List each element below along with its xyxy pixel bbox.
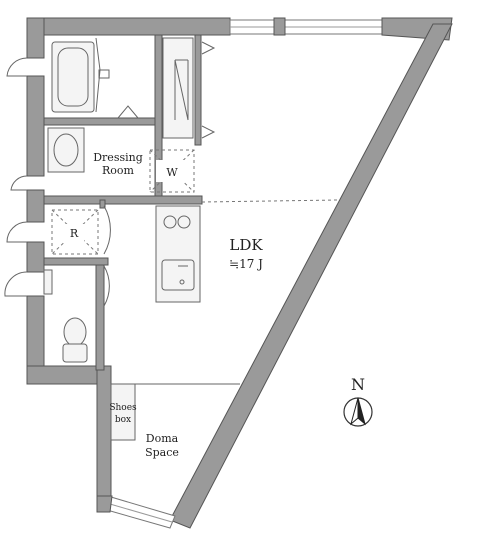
north-arrow: N (343, 375, 373, 427)
interior-walls (43, 34, 203, 371)
fridge-space: R (51, 205, 111, 255)
entry-area: Shoes box Doma Space (109, 383, 240, 459)
outer-walls (26, 17, 453, 529)
left-door-swings (4, 57, 28, 297)
fridge-r-label: R (70, 227, 79, 240)
closet-upper (162, 37, 216, 139)
doma-label-1: Doma (146, 432, 179, 445)
shoes-box-label-2: box (115, 415, 131, 425)
ldk-size-label: ≒17 J (229, 257, 263, 271)
bathroom (51, 37, 139, 119)
doma-label-2: Space (145, 446, 179, 459)
ldk-label: LDK (229, 236, 263, 254)
compass-north-label: N (351, 375, 365, 394)
dressing-room-label-2: Room (102, 164, 135, 177)
kitchen-counter (155, 199, 339, 303)
shoes-box-label-1: Shoes (109, 403, 137, 413)
toilet-room (43, 265, 110, 363)
dressing-room: Dressing Room W (47, 127, 195, 193)
dressing-room-label-1: Dressing (93, 151, 143, 164)
closet-w-label: W (166, 166, 178, 179)
